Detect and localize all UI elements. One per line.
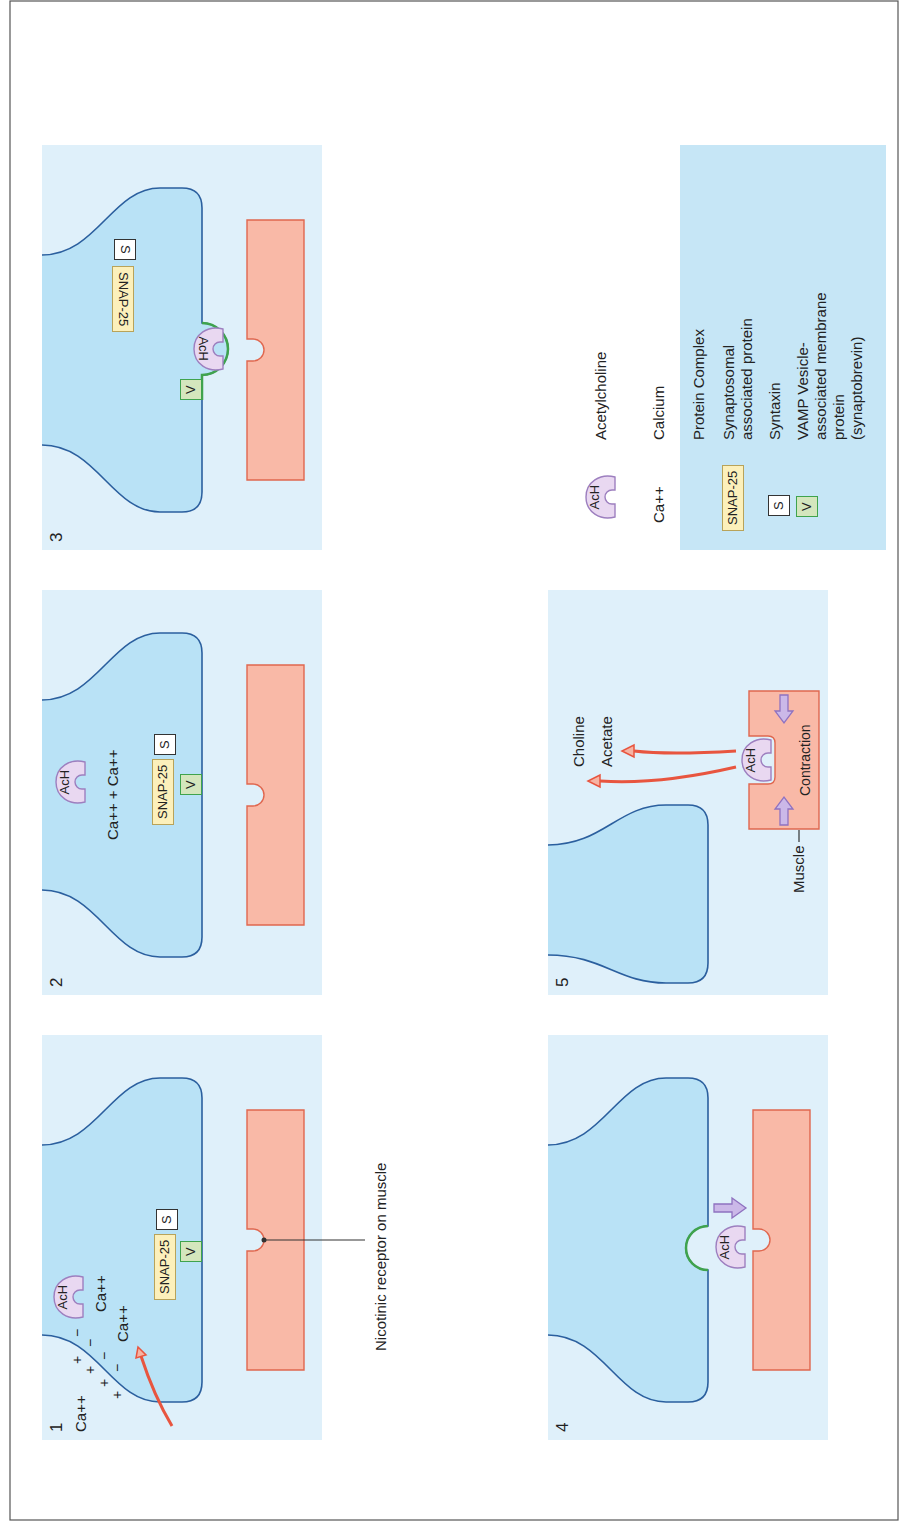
- callout-label: Nicotinic receptor on muscle: [372, 1163, 390, 1351]
- charge-sign: −: [70, 1329, 84, 1337]
- syntaxin-box: S: [114, 239, 136, 260]
- charge-sign: +: [83, 1366, 97, 1374]
- charge-sign: +: [97, 1379, 111, 1387]
- node-label: V: [183, 1247, 199, 1256]
- node-label: V: [183, 780, 199, 789]
- vamp-box: V: [180, 1241, 202, 1262]
- acetylcholine-vesicle: AcH: [714, 1224, 748, 1270]
- node-label: S: [157, 740, 173, 749]
- acetylcholine-vesicle: AcH: [54, 759, 88, 805]
- step-panel: 3 S SNAP-25V AcH: [42, 145, 322, 550]
- acetylcholine-vesicle: AcH: [740, 737, 774, 783]
- snap25-box: SNAP-25: [154, 1234, 176, 1300]
- step-panel: 1 AcH SNAP-25 S V: [42, 1035, 322, 1440]
- callout-label: Muscle: [790, 845, 808, 893]
- node-label: SNAP-25: [725, 471, 741, 525]
- snap25-box: SNAP-25: [722, 465, 744, 531]
- node-label: SNAP-25: [157, 1240, 173, 1294]
- node-label: S: [159, 1215, 175, 1224]
- syntaxin-box: S: [154, 734, 176, 755]
- node-label: AcH: [195, 337, 211, 362]
- node-label: AcH: [55, 1285, 71, 1310]
- node-label: S: [117, 245, 133, 254]
- charge-sign: +: [110, 1391, 124, 1399]
- step-panel: 2 AcH SNAP-25 S V: [42, 590, 322, 995]
- node-label: AcH: [57, 770, 73, 795]
- node-label: AcH: [743, 748, 759, 773]
- step-panel: 5 Contraction AcH: [548, 590, 828, 995]
- vamp-box: V: [180, 774, 202, 795]
- legend-text: VAMP Vesicle-associated membrane protein…: [794, 290, 866, 440]
- node-label: Protein Complex: [690, 329, 708, 440]
- ion-label: Ca++ + Ca++: [104, 750, 122, 840]
- snap25-box: SNAP-25: [112, 266, 134, 332]
- step-panel: 4 AcH: [548, 1035, 828, 1440]
- legend-text: Acetylcholine: [592, 352, 610, 440]
- syntaxin-box: S: [768, 495, 790, 516]
- vamp-box: V: [180, 379, 202, 400]
- node-label: SNAP-25: [115, 272, 131, 326]
- node-label: V: [799, 502, 815, 511]
- ion-label: Ca++: [114, 1305, 132, 1342]
- product-label: Acetate: [598, 716, 616, 767]
- legend-text: Syntaxin: [766, 382, 784, 440]
- charge-sign: +: [70, 1356, 84, 1364]
- acetylcholine-vesicle: AcH: [584, 474, 618, 520]
- panel-number: 3: [47, 533, 67, 542]
- ion-label: Ca++: [72, 1395, 90, 1432]
- node-label: S: [771, 501, 787, 510]
- panel-number: 4: [553, 1423, 573, 1432]
- panel-number: 1: [47, 1423, 67, 1432]
- acetylcholine-vesicle: AcH: [192, 326, 226, 372]
- vamp-box: V: [796, 496, 818, 517]
- product-label: Choline: [570, 716, 588, 767]
- legend-sample: Ca++: [650, 486, 668, 523]
- node-label: AcH: [587, 485, 603, 510]
- syntaxin-box: S: [156, 1209, 178, 1230]
- legend-text: Calcium: [650, 386, 668, 440]
- node-label: SNAP-25: [155, 765, 171, 819]
- legend-text: Synaptosomal associated protein: [720, 290, 756, 440]
- node-label: Contraction: [797, 724, 814, 796]
- charge-sign: −: [97, 1352, 111, 1360]
- panel-number: 2: [47, 978, 67, 987]
- charge-sign: −: [110, 1364, 124, 1372]
- node-label: AcH: [717, 1235, 733, 1260]
- ion-label: Ca++: [92, 1275, 110, 1312]
- charge-sign: −: [83, 1339, 97, 1347]
- acetylcholine-vesicle: AcH: [52, 1274, 86, 1320]
- panel-number: 5: [553, 978, 573, 987]
- snap25-box: SNAP-25: [152, 759, 174, 825]
- node-label: V: [183, 385, 199, 394]
